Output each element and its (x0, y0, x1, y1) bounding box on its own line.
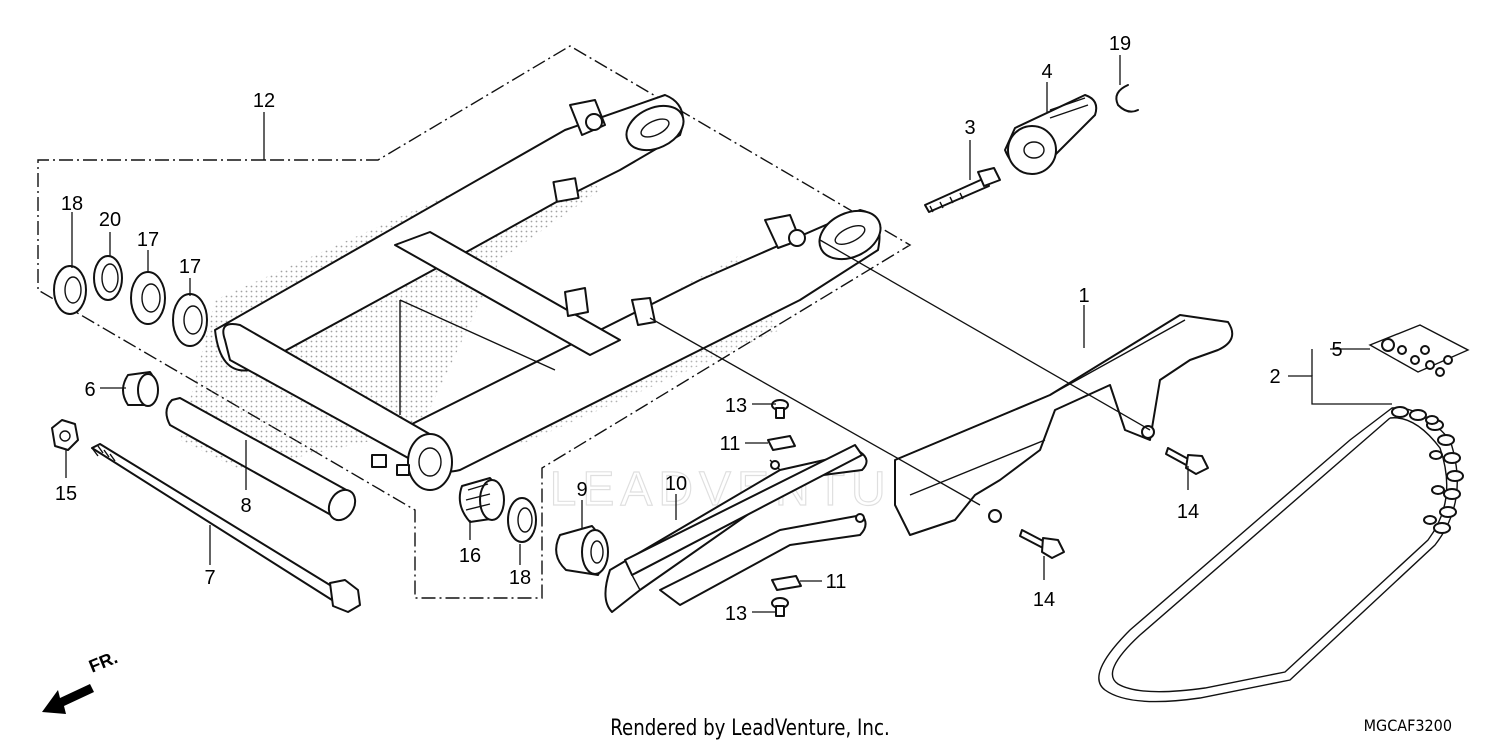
callout-15: 15 (55, 483, 77, 505)
slider-screw-lower[interactable] (771, 597, 789, 617)
callout-12: 12 (253, 90, 275, 112)
diagram-code: MGCAF3200 (1363, 716, 1452, 735)
slider-collar[interactable] (555, 525, 609, 576)
callout-11-upper: 11 (720, 433, 741, 455)
pivot-nut[interactable] (51, 419, 79, 451)
callout-3: 3 (964, 117, 975, 139)
render-credit: Rendered by LeadVenture, Inc. (610, 716, 890, 741)
swingarm[interactable] (180, 94, 888, 491)
callout-9: 9 (576, 479, 587, 501)
case-bolt-upper[interactable] (1165, 447, 1209, 475)
slider-washer-upper[interactable] (767, 435, 796, 451)
adjusting-bolt[interactable] (924, 167, 1001, 213)
bearing-1[interactable] (130, 271, 166, 325)
pivot-bolt[interactable] (91, 443, 361, 613)
callout-19: 19 (1109, 33, 1131, 55)
callouts: 1 2 3 4 5 6 7 8 9 10 11 11 12 13 13 14 1… (55, 33, 1343, 625)
callout-14-upper: 14 (1177, 501, 1199, 523)
circlip[interactable] (93, 255, 123, 301)
callout-13-upper: 13 (725, 395, 747, 417)
callout-18-left: 18 (61, 193, 83, 215)
callout-1: 1 (1078, 285, 1089, 307)
slider-washer-lower[interactable] (771, 575, 802, 591)
dust-seal-left[interactable] (53, 265, 87, 315)
callout-7: 7 (204, 567, 215, 589)
callout-8: 8 (240, 495, 251, 517)
dust-seal-right[interactable] (507, 497, 537, 543)
callout-2: 2 (1269, 366, 1280, 388)
callout-6: 6 (84, 379, 95, 401)
pivot-collar[interactable] (122, 371, 159, 407)
pivot-pipe[interactable] (165, 397, 360, 525)
chain-case[interactable] (894, 314, 1234, 536)
needle-bearing[interactable] (458, 477, 505, 523)
drive-chain[interactable] (1098, 406, 1464, 703)
callout-4: 4 (1041, 61, 1052, 83)
chain-adjuster[interactable] (1004, 94, 1098, 175)
chain-links (1391, 406, 1464, 534)
callout-11-lower: 11 (826, 571, 847, 593)
chain-slider[interactable] (604, 444, 868, 613)
callout-13-lower: 13 (725, 603, 747, 625)
callout-10: 10 (665, 473, 687, 495)
callout-5: 5 (1331, 339, 1342, 361)
callout-14-lower: 14 (1033, 589, 1055, 611)
leader-lines (65, 55, 1392, 613)
swingarm-assembly-boundary (37, 45, 912, 599)
callout-18-right: 18 (509, 567, 531, 589)
case-bolt-lower[interactable] (1019, 529, 1065, 559)
front-arrow-icon (42, 684, 94, 714)
master-link-kit[interactable] (1368, 324, 1470, 377)
adjuster-clip[interactable] (1115, 84, 1139, 113)
callout-17-b: 17 (179, 256, 201, 278)
callout-16: 16 (459, 545, 481, 567)
bearing-2[interactable] (172, 293, 208, 347)
slider-screw-upper[interactable] (771, 399, 789, 419)
callout-20: 20 (99, 209, 121, 231)
callout-17-a: 17 (137, 229, 159, 251)
